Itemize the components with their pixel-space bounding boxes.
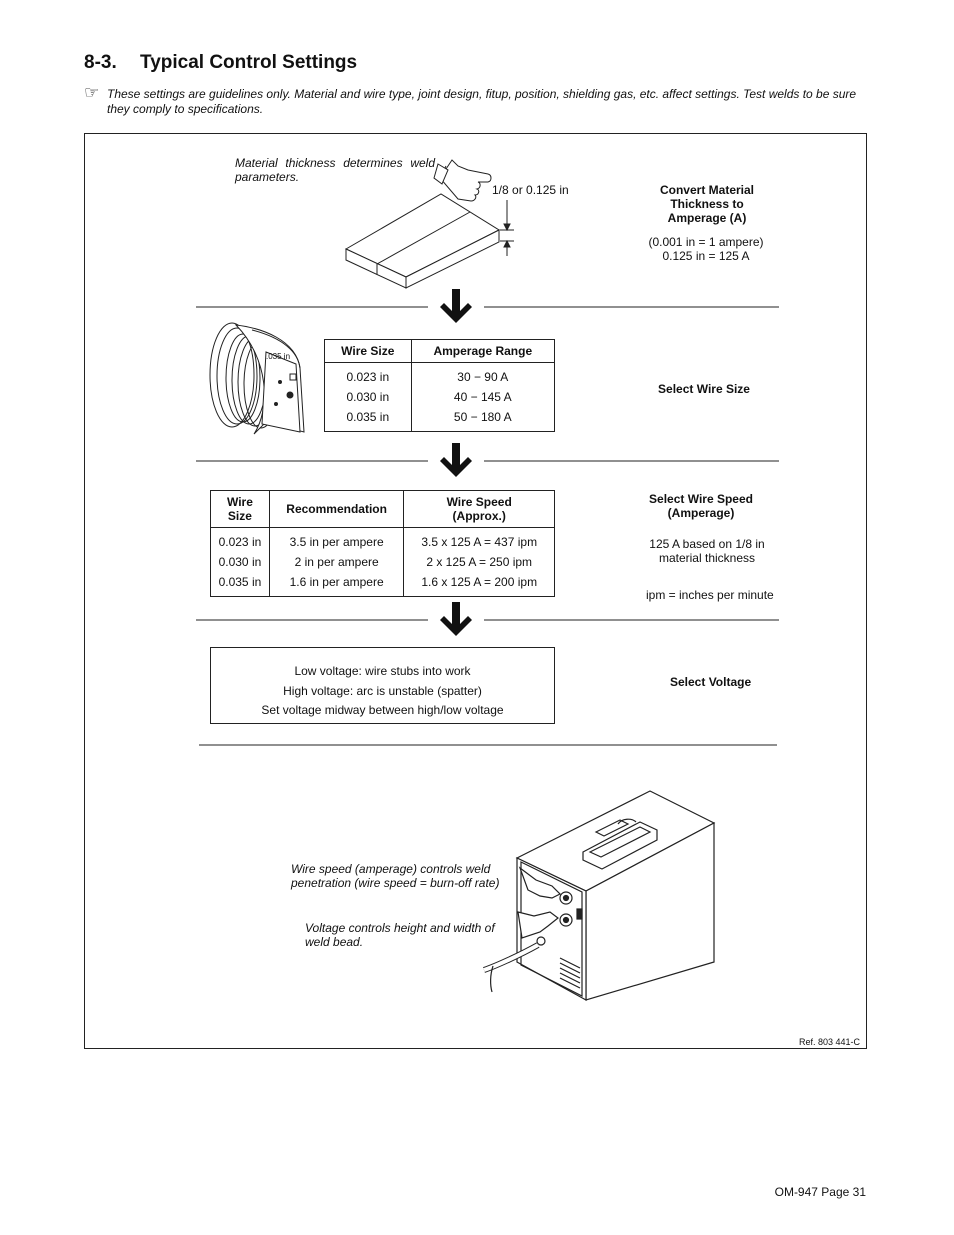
table-header: Wire Size bbox=[324, 339, 412, 363]
wire-speed-table: Wire Size Recommendation Wire Speed (App… bbox=[210, 490, 555, 597]
spool-size-label: .035 in bbox=[266, 352, 291, 361]
voltage-line: High voltage: arc is unstable (spatter) bbox=[283, 683, 482, 698]
convert-thickness-title: Convert Material Thickness to Amperage (… bbox=[659, 183, 755, 225]
wire-speed-caption: Wire speed (amperage) controls weld pene… bbox=[291, 862, 500, 890]
table-header: Recommendation bbox=[268, 490, 405, 528]
table-row: 0.023 in 3.5 in per ampere 3.5 x 125 A =… bbox=[210, 527, 555, 552]
table-cell: 0.023 in bbox=[324, 362, 412, 387]
table-cell: 0.030 in bbox=[210, 552, 270, 572]
table-header: Wire Speed (Approx.) bbox=[403, 490, 555, 528]
section-number: 8-3. bbox=[84, 52, 117, 73]
table-cell: 0.030 in bbox=[324, 387, 412, 407]
voltage-caption: Voltage controls height and width of wel… bbox=[305, 921, 495, 949]
table-row: 0.035 in 1.6 in per ampere 1.6 x 125 A =… bbox=[210, 572, 555, 597]
voltage-line: Set voltage midway between high/low volt… bbox=[261, 703, 504, 717]
select-voltage-title: Select Voltage bbox=[670, 675, 752, 689]
table-cell: 30 − 90 A bbox=[410, 362, 556, 387]
table-cell: 3.5 x 125 A = 437 ipm bbox=[403, 527, 555, 552]
voltage-line: Low voltage: wire stubs into work bbox=[294, 664, 471, 678]
welding-machine-drawing bbox=[483, 790, 716, 1002]
conversion-example: 0.125 in = 125 A bbox=[662, 249, 750, 263]
pointing-hand-icon: ☞ bbox=[84, 83, 100, 102]
table-cell: 0.035 in bbox=[324, 407, 412, 432]
table-cell: 1.6 x 125 A = 200 ipm bbox=[403, 572, 555, 597]
page-footer: OM-947 Page 31 bbox=[774, 1185, 866, 1199]
table-row: 0.035 in 50 − 180 A bbox=[324, 407, 556, 432]
guideline-note: These settings are guidelines only. Mate… bbox=[107, 87, 857, 116]
table-cell: 0.023 in bbox=[210, 527, 270, 552]
table-cell: 2 in per ampere bbox=[268, 552, 405, 572]
table-cell: 2 x 125 A = 250 ipm bbox=[403, 552, 555, 572]
wire-speed-basis-note: 125 A based on 1/8 in material thickness bbox=[649, 537, 765, 565]
table-header: Amperage Range bbox=[410, 339, 556, 363]
figure-frame bbox=[84, 133, 867, 1049]
table-row: 0.030 in 2 in per ampere 2 x 125 A = 250… bbox=[210, 552, 555, 572]
table-row: 0.023 in 30 − 90 A bbox=[324, 362, 556, 387]
pointing-hand-icon bbox=[433, 159, 492, 202]
reference-number: Ref. 803 441-C bbox=[798, 1037, 860, 1047]
thickness-dimension bbox=[500, 200, 514, 256]
voltage-guidance-box: Low voltage: wire stubs into work High v… bbox=[210, 647, 555, 724]
thickness-dimension-label: 1/8 or 0.125 in bbox=[492, 183, 569, 197]
table-cell: 0.035 in bbox=[210, 572, 270, 597]
table-cell: 3.5 in per ampere bbox=[268, 527, 405, 552]
table-cell: 50 − 180 A bbox=[410, 407, 556, 432]
select-wire-speed-title: Select Wire Speed (Amperage) bbox=[649, 492, 753, 520]
section-title: Typical Control Settings bbox=[140, 52, 358, 73]
ipm-definition: ipm = inches per minute bbox=[646, 588, 774, 602]
metal-plate-drawing bbox=[344, 193, 501, 289]
down-arrow-icon bbox=[440, 443, 472, 477]
section-heading: 8-3. Typical Control Settings bbox=[84, 52, 357, 74]
table-cell: 1.6 in per ampere bbox=[268, 572, 405, 597]
wire-size-amperage-table: Wire Size Amperage Range 0.023 in 30 − 9… bbox=[324, 339, 556, 432]
select-wire-size-title: Select Wire Size bbox=[658, 382, 750, 396]
table-cell: 40 − 145 A bbox=[410, 387, 556, 407]
down-arrow-icon bbox=[440, 289, 472, 323]
down-arrow-icon bbox=[440, 602, 472, 636]
wire-spool-drawing bbox=[209, 322, 305, 435]
material-thickness-caption: Material thickness determines weld param… bbox=[235, 156, 435, 184]
table-row: 0.030 in 40 − 145 A bbox=[324, 387, 556, 407]
table-header: Wire Size bbox=[210, 490, 270, 528]
conversion-rule: (0.001 in = 1 ampere) bbox=[648, 235, 764, 249]
